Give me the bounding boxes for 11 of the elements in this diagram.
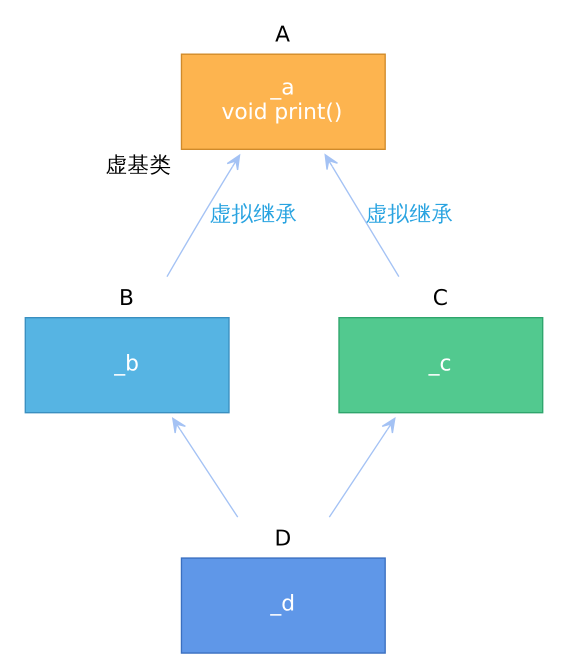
arrow — [324, 154, 400, 277]
arrow — [328, 418, 396, 518]
arrow — [172, 418, 238, 518]
arrow — [166, 154, 240, 278]
node-label: 虚基类 — [105, 153, 172, 178]
node-label: C — [432, 286, 448, 312]
node-label: D — [274, 526, 292, 552]
edge-label: 虚拟继承 — [209, 202, 298, 227]
node-label: B — [119, 286, 134, 312]
node-label: A — [275, 22, 290, 48]
edge-label: 虚拟继承 — [366, 202, 454, 227]
